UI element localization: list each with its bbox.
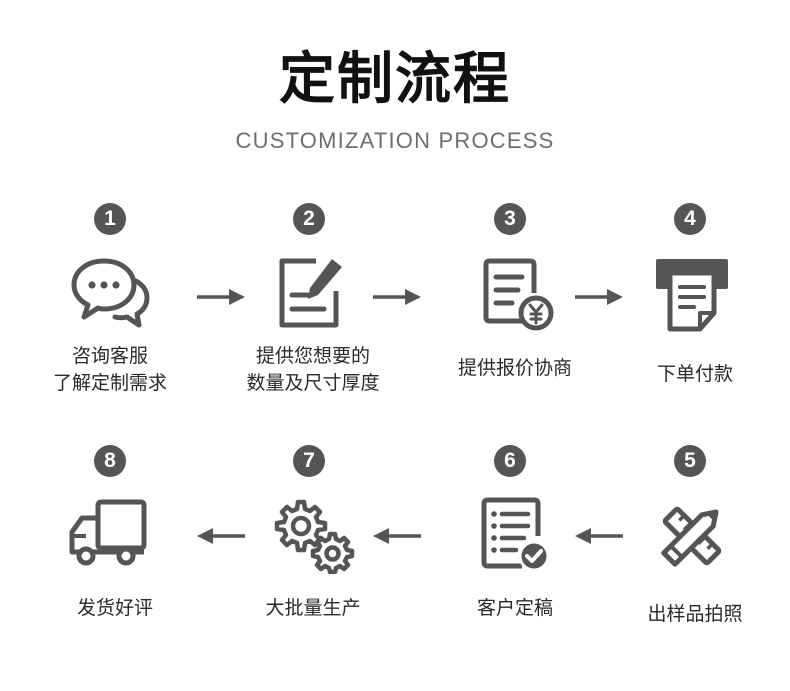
step-4-badge: 4 [674,203,706,235]
step-2-badge: 2 [293,203,325,235]
step-7-badge: 7 [293,445,325,477]
quote-yen-icon [483,258,554,331]
chat-bubbles-icon [71,258,150,328]
delivery-truck-icon [69,499,147,566]
gears-icon [274,499,355,574]
step-1-badge: 1 [94,203,126,235]
arrow-left-icon [373,528,421,544]
page-subtitle: CUSTOMIZATION PROCESS [235,128,555,153]
step-7-label-line1: 大批量生产 [265,597,361,619]
receipt-printer-icon [656,259,728,332]
step-2-label-line2: 数量及尺寸厚度 [246,372,380,394]
step-8-badge: 8 [94,445,126,477]
arrow-left-icon [575,528,623,544]
step-1-label-line2: 了解定制需求 [52,372,167,394]
step-2-label-line1: 提供您想要的 [255,345,370,367]
step-5-badge: 5 [674,445,706,477]
arrow-right-icon [575,289,623,305]
document-edit-icon [279,258,342,328]
step-8-label-line1: 发货好评 [76,597,153,619]
arrow-right-icon [197,289,245,305]
step-3-label-line1: 提供报价协商 [457,357,572,379]
checklist-approved-icon [481,497,550,572]
step-6-label-line1: 客户定稿 [476,597,553,619]
step-5-label-line1: 出样品拍照 [647,603,743,625]
step-4-label-line1: 下单付款 [656,363,733,385]
step-1-label-line1: 咨询客服 [71,345,148,367]
ruler-pencil-icon [661,506,722,567]
arrow-left-icon [197,528,245,544]
arrow-right-icon [373,289,421,305]
step-6-badge: 6 [494,445,526,477]
page-title: 定制流程 [279,47,511,112]
step-3-badge: 3 [494,203,526,235]
